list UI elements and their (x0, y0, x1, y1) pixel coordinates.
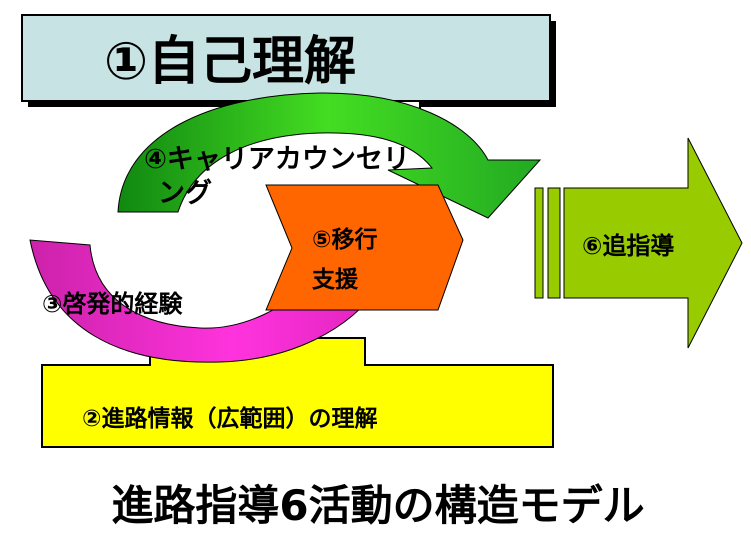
step5-label-line2: 支援 (311, 267, 359, 293)
step6-label: ⑥追指導 (582, 232, 674, 260)
step1-label: ①自己理解 (104, 32, 356, 92)
step2-label: ②進路情報（広範囲）の理解 (82, 405, 377, 432)
diagram-title: 進路指導6活動の構造モデル (111, 481, 644, 530)
step3-label: ③啓発的経験 (42, 290, 183, 318)
step4-label-line1: ④キャリアカウンセリ (144, 144, 410, 175)
step6-arrow: ⑥追指導 (534, 137, 743, 349)
step2-box: ②進路情報（広範囲）の理解 (41, 337, 554, 448)
step5-label-line1: ⑤移行 (312, 226, 377, 253)
step3-arrow: ③啓発的経験 (29, 232, 401, 363)
step1-box: ①自己理解 (21, 14, 556, 129)
step4-label-line2: ング (158, 177, 212, 209)
step5-chevron: ⑤移行 支援 (265, 184, 464, 311)
